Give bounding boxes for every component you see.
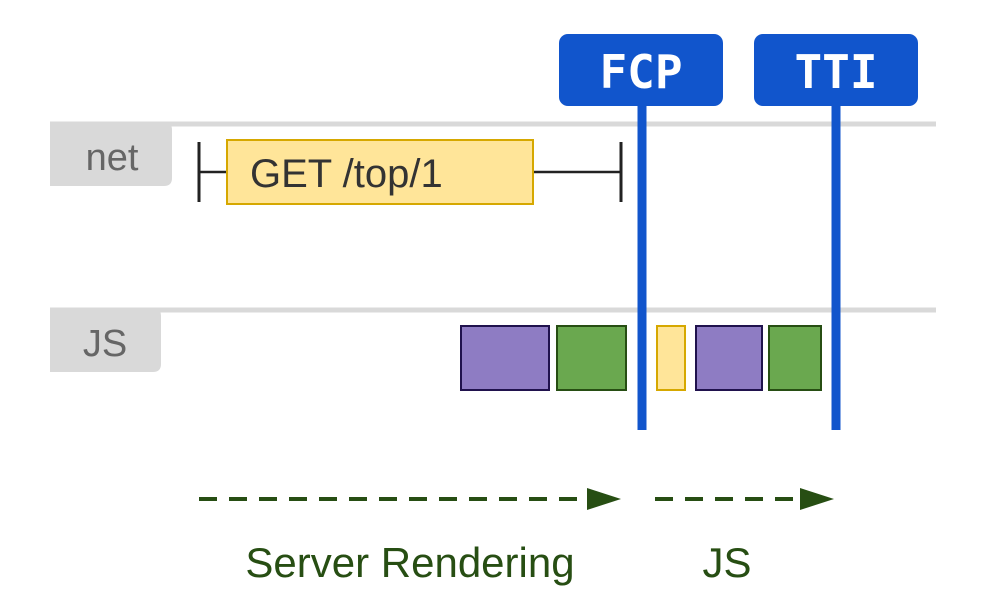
phase-label-js: JS (702, 539, 751, 586)
arrowhead-server (587, 488, 621, 510)
phase-arrow-server (199, 488, 621, 510)
js-task-green-2 (768, 325, 822, 391)
tti-label: TTI (794, 45, 877, 99)
row-label-js: JS (50, 308, 161, 372)
js-task-yellow (656, 325, 686, 391)
row-label-net: net (50, 122, 172, 186)
tti-badge: TTI (754, 34, 918, 106)
fcp-badge: FCP (559, 34, 723, 106)
js-task-purple-1 (460, 325, 550, 391)
request-label: GET /top/1 (250, 152, 443, 196)
network-request: GET /top/1 (197, 139, 623, 205)
request-box (226, 139, 534, 205)
row-label-js-text: JS (83, 323, 127, 365)
phase-label-server: Server Rendering (245, 539, 574, 586)
js-tasks (460, 325, 822, 391)
fcp-label: FCP (599, 45, 682, 99)
phase-arrow-js (655, 488, 834, 510)
js-task-purple-2 (695, 325, 763, 391)
js-task-green-1 (556, 325, 627, 391)
row-label-net-text: net (86, 137, 139, 179)
arrowhead-js (800, 488, 834, 510)
